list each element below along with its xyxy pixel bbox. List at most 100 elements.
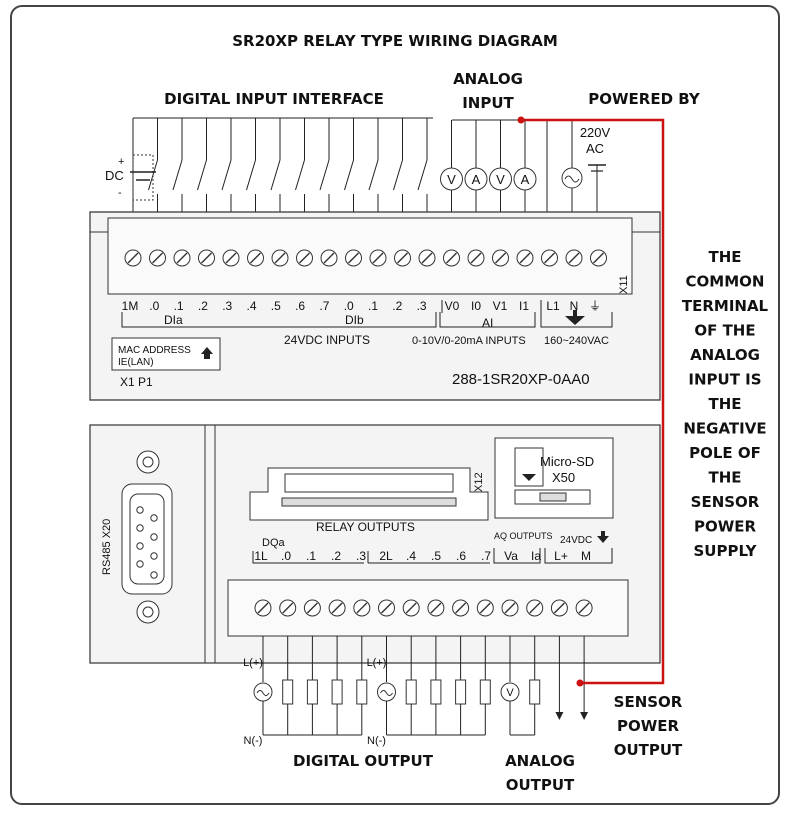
upper-terminal-screw[interactable] — [418, 249, 436, 267]
note-line: THE — [708, 469, 741, 487]
meter-symbol: V — [496, 172, 505, 187]
note-line: POLE OF — [689, 444, 761, 462]
upper-terminal-screw[interactable] — [197, 249, 216, 267]
analog-output-heading-1: ANALOG — [505, 752, 575, 770]
output-arrow-icon — [555, 712, 564, 720]
ac-source-icon — [377, 682, 396, 702]
digital-output-heading: DIGITAL OUTPUT — [293, 752, 434, 770]
lower-terminal-label: .2 — [331, 549, 341, 563]
analog-inputs-label: 0-10V/0-20mA INPUTS — [412, 335, 526, 347]
upper-terminal-screw[interactable] — [516, 249, 534, 267]
lower-terminal-screw[interactable] — [476, 599, 494, 617]
note-line: SUPPLY — [693, 542, 757, 560]
power-out-arrow-icon — [597, 531, 609, 543]
digital-input-heading: DIGITAL INPUT INTERFACE — [164, 90, 384, 108]
lower-terminal-screw[interactable] — [427, 599, 445, 617]
ac-supply: 220V AC — [546, 119, 611, 212]
rs485-connector — [121, 450, 173, 624]
analog-output-heading-2: OUTPUT — [506, 776, 575, 794]
upper-terminal-screw[interactable] — [540, 249, 559, 267]
lower-terminal-screw[interactable] — [353, 599, 371, 617]
meter-symbol: A — [472, 172, 481, 187]
junction-dot-top — [517, 116, 525, 124]
upper-terminal-screw[interactable] — [393, 249, 412, 267]
l-plus-label: L(+) — [367, 657, 387, 669]
load-icon — [356, 679, 368, 705]
lower-terminal-screw[interactable] — [526, 599, 544, 617]
upper-terminal-label: .3 — [417, 299, 427, 313]
upper-terminal-screw[interactable] — [271, 249, 289, 267]
meter-symbol: A — [521, 172, 530, 187]
lower-terminal-label: .3 — [356, 549, 366, 563]
common-terminal-wire — [521, 118, 665, 685]
meter-symbol: V — [447, 172, 456, 187]
upper-terminal-screw[interactable] — [295, 249, 314, 267]
sensor-power-heading-3: OUTPUT — [614, 741, 683, 759]
upper-terminal-screw[interactable] — [442, 249, 461, 267]
note-line: OF THE — [694, 322, 755, 340]
lower-terminal-screw[interactable] — [328, 599, 346, 617]
upper-terminal-screw[interactable] — [246, 249, 265, 267]
sensor-power-heading-1: SENSOR — [614, 693, 683, 711]
lower-terminal-screw[interactable] — [279, 599, 297, 617]
upper-terminal-label: V1 — [493, 299, 508, 313]
lower-terminal-screw[interactable] — [377, 599, 396, 617]
upper-terminal-label: .6 — [295, 299, 305, 313]
upper-terminal-screw[interactable] — [124, 249, 142, 267]
powered-by-heading: POWERED BY — [588, 90, 701, 108]
load-icon — [405, 679, 417, 705]
upper-terminal-label: ⏚ — [589, 299, 601, 313]
rs485-label: RS485 X20 — [101, 519, 113, 575]
x1-p1-label: X1 P1 — [120, 375, 153, 389]
model-number: 288-1SR20XP-0AA0 — [452, 371, 590, 388]
upper-terminal-screw[interactable] — [467, 249, 485, 267]
lower-terminal-label: .0 — [281, 549, 291, 563]
upper-terminal-screw[interactable] — [222, 249, 240, 267]
upper-terminal-screw[interactable] — [491, 249, 510, 267]
note-line: TERMINAL — [682, 297, 769, 315]
lower-terminal-screw[interactable] — [303, 599, 322, 617]
upper-terminal-screw[interactable] — [320, 249, 338, 267]
upper-terminal-screw[interactable] — [173, 249, 191, 267]
lower-terminal-label: Va — [504, 549, 518, 563]
note-line: INPUT IS — [688, 371, 761, 389]
upper-terminal-label: .3 — [222, 299, 232, 313]
note-line: SENSOR — [691, 493, 760, 511]
output-arrow-icon — [580, 712, 589, 720]
upper-terminal-label: .0 — [344, 299, 354, 313]
group-dia-label: DIa — [164, 313, 183, 327]
x50-label: X50 — [552, 470, 575, 485]
upper-terminal-screw[interactable] — [565, 249, 583, 267]
upper-terminal-label: V0 — [445, 299, 460, 313]
power-in-arrow-icon — [565, 310, 585, 325]
upper-terminal-label: N — [570, 299, 579, 313]
lower-terminal-screw[interactable] — [550, 599, 569, 617]
micro-sd-label: Micro-SD — [540, 454, 594, 469]
note-line: THE — [708, 395, 741, 413]
upper-terminal-label: .0 — [149, 299, 159, 313]
upper-terminal-screw[interactable] — [148, 249, 167, 267]
ac-source-icon — [253, 682, 273, 702]
upper-terminal-screw[interactable] — [369, 249, 387, 267]
lower-terminal-screw[interactable] — [575, 599, 593, 617]
note-line: ANALOG — [690, 346, 760, 364]
ac-voltage-label: 220V — [580, 125, 611, 140]
n-minus-label: N(-) — [367, 735, 386, 747]
dc-plus: + — [118, 156, 124, 168]
output-wiring: L(+)N(-)L(+)N(-)V — [243, 636, 589, 747]
inputs-24vdc-label: 24VDC INPUTS — [284, 333, 370, 347]
x12-label: X12 — [473, 472, 485, 492]
analog-input-heading-2: INPUT — [462, 94, 514, 112]
lower-terminal-label: M — [581, 549, 591, 563]
upper-terminal-screw[interactable] — [344, 249, 363, 267]
upper-terminal-screw[interactable] — [589, 249, 608, 267]
lower-terminal-screw[interactable] — [451, 599, 470, 617]
lower-terminal-screw[interactable] — [254, 599, 272, 617]
junction-dot-bottom — [576, 679, 584, 687]
lower-terminal-screw[interactable] — [501, 599, 519, 617]
lower-terminal-screw[interactable] — [402, 599, 420, 617]
